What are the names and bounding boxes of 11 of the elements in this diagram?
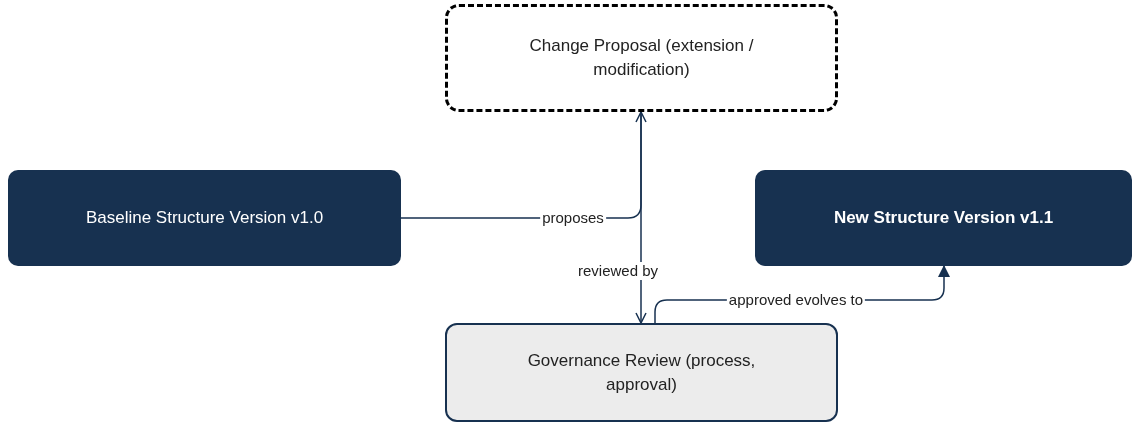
process-box: [755, 170, 1132, 266]
process-box: [8, 170, 401, 266]
node-text: Governance Review (process, approval): [526, 349, 757, 396]
process-box: [445, 323, 838, 422]
process-box: [445, 4, 838, 112]
edge-label: reviewed by: [576, 262, 660, 280]
node-text: New Structure Version v1.1: [833, 207, 1054, 229]
node-text: Change Proposal (extension / modification): [528, 35, 755, 81]
arrow: [635, 111, 647, 324]
node-text: Baseline Structure Version v1.0: [85, 207, 324, 229]
edge-label: approved evolves to: [726, 291, 866, 309]
